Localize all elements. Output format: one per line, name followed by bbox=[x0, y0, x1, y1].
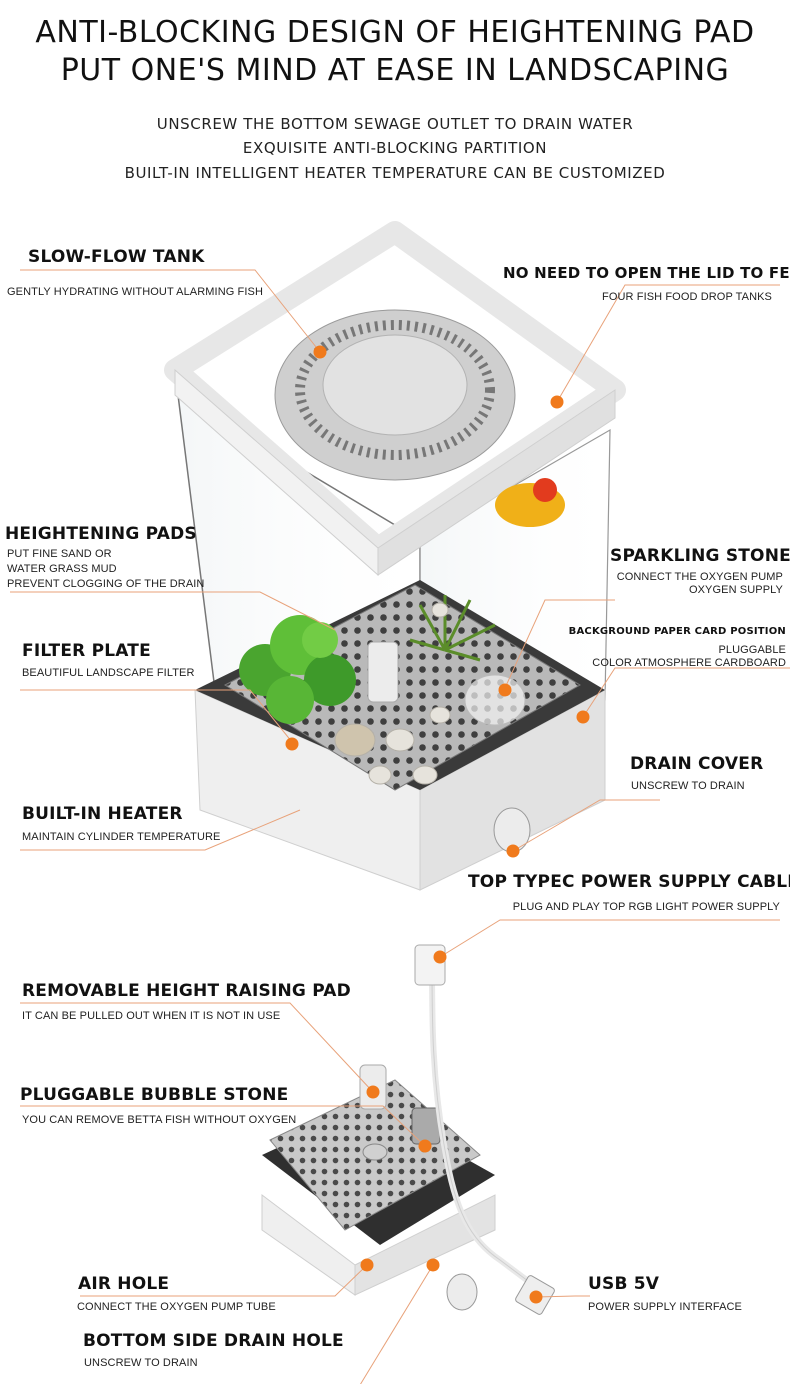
callout-heater-desc: MAINTAIN CYLINDER TEMPERATURE bbox=[22, 831, 221, 843]
subtitle-1: UNSCREW THE BOTTOM SEWAGE OUTLET TO DRAI… bbox=[156, 115, 634, 133]
slow-flow-slots bbox=[295, 320, 495, 460]
callout-heater-title: BUILT-IN HEATER bbox=[22, 804, 183, 824]
bubble-stone-in-tank bbox=[464, 674, 526, 726]
leader-lines bbox=[10, 269, 790, 1384]
callout-usb-title: USB 5V bbox=[588, 1274, 660, 1294]
callout-usb-desc: POWER SUPPLY INTERFACE bbox=[588, 1301, 742, 1313]
callout-air-hole-desc: CONNECT THE OXYGEN PUMP TUBE bbox=[77, 1301, 276, 1313]
callout-stone-title: SPARKLING STONE bbox=[610, 546, 790, 566]
title-line-2: PUT ONE'S MIND AT EASE IN LANDSCAPING bbox=[60, 53, 730, 88]
callout-slow-flow-desc: GENTLY HYDRATING WITHOUT ALARMING FISH bbox=[7, 286, 264, 298]
callout-pads-desc1: PUT FINE SAND OR bbox=[7, 548, 112, 560]
callout-card-desc1: PLUGGABLE bbox=[718, 644, 786, 656]
exploded-bubble-stone bbox=[411, 1107, 441, 1145]
callout-pads-title: HEIGHTENING PADS bbox=[5, 524, 197, 544]
callout-slow-flow-title: SLOW-FLOW TANK bbox=[28, 247, 205, 267]
plant-spiky bbox=[409, 595, 496, 662]
power-cable-edge bbox=[431, 959, 541, 1291]
callout-typec-title: TOP TYPEC POWER SUPPLY CABLE bbox=[468, 872, 790, 892]
callout-air-hole-title: AIR HOLE bbox=[78, 1274, 170, 1294]
callout-typec-desc: PLUG AND PLAY TOP RGB LIGHT POWER SUPPLY bbox=[512, 901, 780, 913]
filter-plate bbox=[223, 584, 581, 791]
subtitle-2: EXQUISITE ANTI-BLOCKING PARTITION bbox=[242, 139, 548, 157]
callout-bubble-title: PLUGGABLE BUBBLE STONE bbox=[20, 1085, 289, 1105]
exploded-drain-knob bbox=[446, 1273, 478, 1311]
callout-feed-desc: FOUR FISH FOOD DROP TANKS bbox=[602, 291, 772, 303]
lid-front-right bbox=[377, 389, 616, 576]
plant-green bbox=[239, 615, 356, 724]
aquarium bbox=[164, 221, 626, 891]
callout-pads-desc3: PREVENT CLOGGING OF THE DRAIN bbox=[7, 578, 205, 590]
callout-dots bbox=[285, 345, 590, 1304]
title-line-1: ANTI-BLOCKING DESIGN OF HEIGHTENING PAD bbox=[35, 15, 755, 50]
pebbles bbox=[334, 602, 451, 785]
callout-drain-cover-title: DRAIN COVER bbox=[630, 754, 764, 774]
callout-bottom-drain-desc: UNSCREW TO DRAIN bbox=[84, 1357, 198, 1369]
callout-filter-title: FILTER PLATE bbox=[22, 641, 151, 661]
callout-stone-desc1: CONNECT THE OXYGEN PUMP bbox=[616, 571, 783, 583]
callout-stone-desc2: OXYGEN SUPPLY bbox=[688, 584, 783, 596]
callout-bubble-desc: YOU CAN REMOVE BETTA FISH WITHOUT OXYGEN bbox=[22, 1114, 297, 1126]
callout-feed-title: NO NEED TO OPEN THE LID TO FEED bbox=[503, 264, 790, 282]
height-pad-in-tank bbox=[367, 641, 399, 703]
callout-card-desc2: COLOR ATMOSPHERE CARDBOARD bbox=[592, 657, 786, 669]
subtitle-3: BUILT-IN INTELLIGENT HEATER TEMPERATURE … bbox=[124, 164, 666, 182]
callout-filter-desc: BEAUTIFUL LANDSCAPE FILTER bbox=[22, 667, 195, 679]
callout-card-title: BACKGROUND PAPER CARD POSITION bbox=[568, 626, 786, 637]
callout-drain-cover-desc: UNSCREW TO DRAIN bbox=[631, 780, 745, 792]
exploded-base-right bbox=[354, 1194, 496, 1296]
callout-removable-desc: IT CAN BE PULLED OUT WHEN IT IS NOT IN U… bbox=[22, 1010, 281, 1022]
callout-pads-desc2: WATER GRASS MUD bbox=[7, 563, 117, 575]
callout-bottom-drain-title: BOTTOM SIDE DRAIN HOLE bbox=[83, 1331, 344, 1351]
slow-flow-center bbox=[322, 334, 468, 436]
callout-removable-title: REMOVABLE HEIGHT RAISING PAD bbox=[22, 981, 351, 1001]
exploded-base bbox=[261, 944, 555, 1315]
